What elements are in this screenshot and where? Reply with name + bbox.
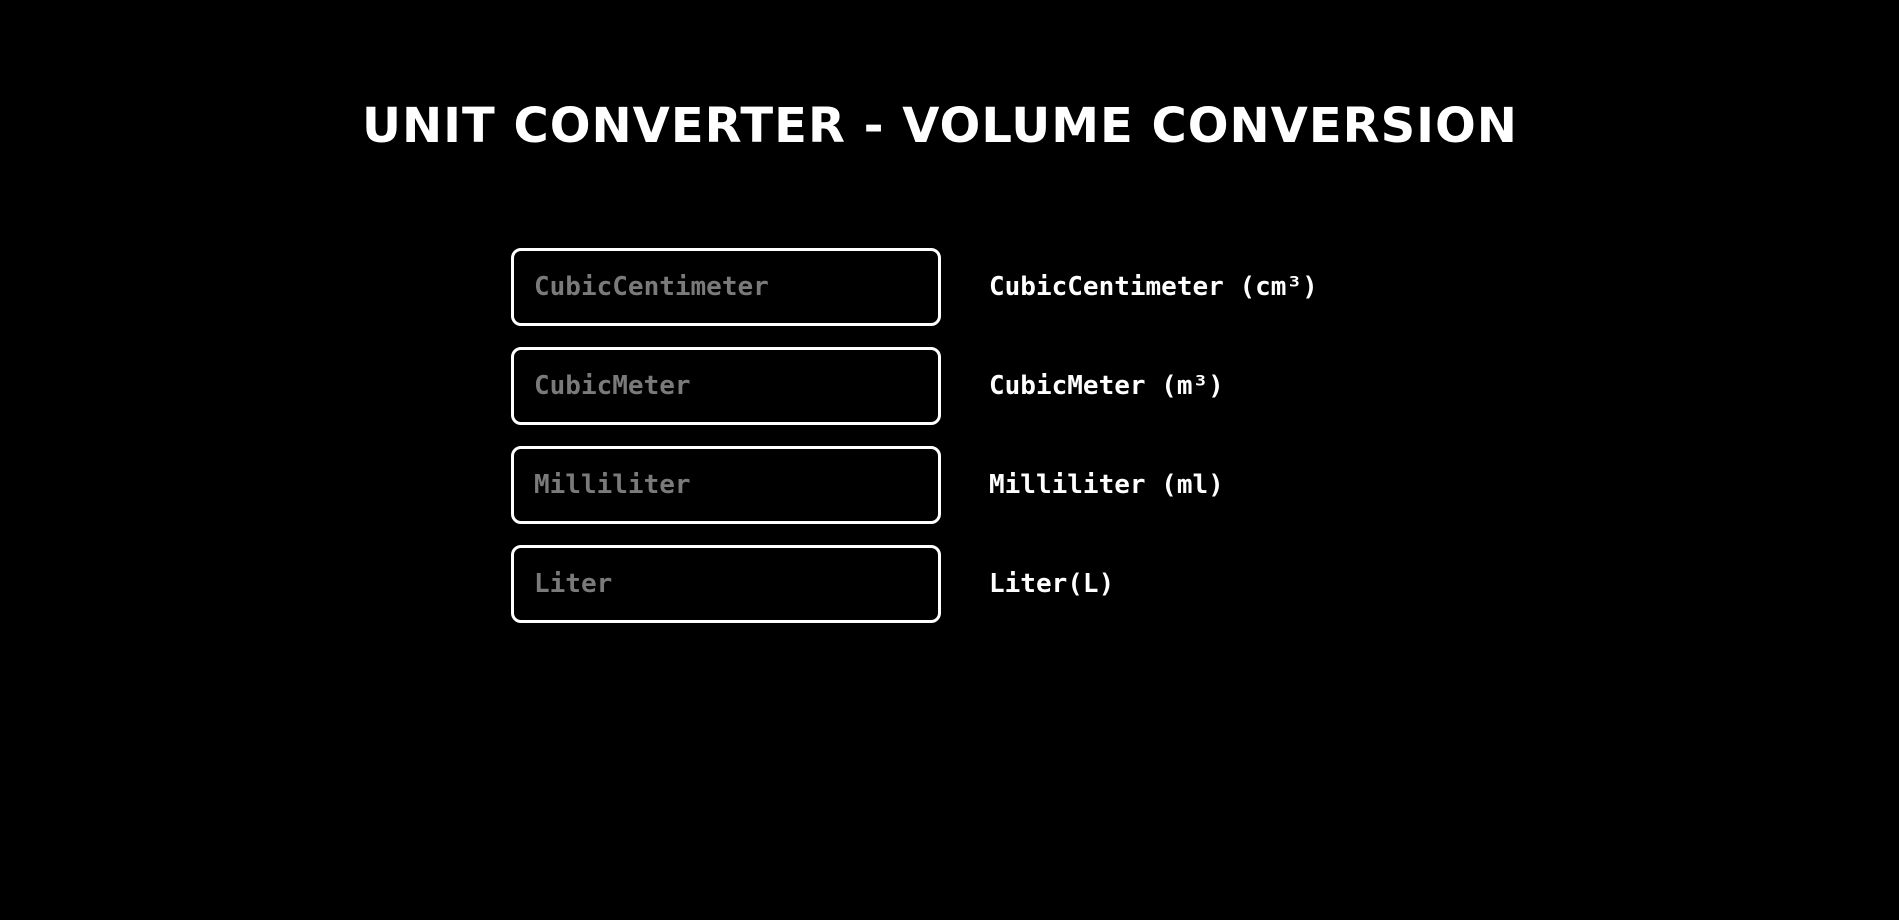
liter-label: Liter(L)	[989, 569, 1115, 599]
cubic-centimeter-input[interactable]	[511, 248, 941, 326]
conversion-row-liter: Liter(L)	[511, 545, 1318, 623]
milliliter-input[interactable]	[511, 446, 941, 524]
page-title: UNIT CONVERTER - VOLUME CONVERSION	[362, 98, 1518, 154]
conversion-form: CubicCentimeter (cm³) CubicMeter (m³) Mi…	[511, 248, 1318, 644]
cubic-centimeter-label: CubicCentimeter (cm³)	[989, 272, 1318, 302]
conversion-row-milliliter: Milliliter (ml)	[511, 446, 1318, 524]
liter-input[interactable]	[511, 545, 941, 623]
cubic-meter-input[interactable]	[511, 347, 941, 425]
milliliter-label: Milliliter (ml)	[989, 470, 1224, 500]
conversion-row-cubic-centimeter: CubicCentimeter (cm³)	[511, 248, 1318, 326]
conversion-row-cubic-meter: CubicMeter (m³)	[511, 347, 1318, 425]
cubic-meter-label: CubicMeter (m³)	[989, 371, 1224, 401]
